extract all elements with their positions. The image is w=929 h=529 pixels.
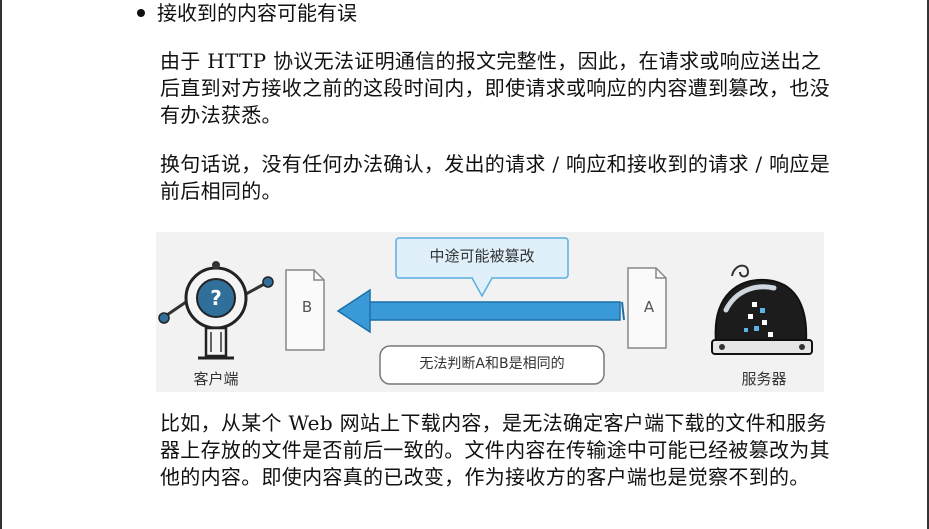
callout-text: 中途可能被篡改 — [429, 247, 535, 265]
page-right-border — [927, 0, 929, 529]
dome-server-icon — [711, 264, 813, 355]
bullet-heading-row: 接收到的内容可能有误 — [137, 0, 357, 26]
svg-text:?: ? — [210, 286, 222, 310]
figure-drawing: ? — [158, 237, 813, 385]
tamper-figure: ? — [156, 232, 824, 392]
transfer-arrow — [336, 288, 625, 334]
paragraph-download-example: 比如，从某个 Web 网站上下载内容，是无法确定客户端下载的文件和服务器上存放的… — [160, 411, 830, 489]
bullet-icon — [137, 8, 145, 17]
paragraph-integrity: 由于 HTTP 协议无法证明通信的报文完整性，因此，在请求或响应送出之后直到对方… — [160, 49, 830, 127]
note-box — [379, 345, 605, 385]
page-left-border — [0, 0, 2, 529]
document-b-label: B — [301, 298, 313, 316]
callout-bubble — [395, 237, 569, 298]
document-a-label: A — [643, 298, 655, 316]
document-a-icon — [627, 267, 667, 349]
note-text: 无法判断A和B是相同的 — [419, 356, 565, 372]
document-b-icon — [285, 269, 325, 351]
paragraph-no-confirmation: 换句话说，没有任何办法确认，发出的请求 / 响应和接收到的请求 / 响应是前后相… — [160, 152, 831, 203]
client-label: 客户端 — [193, 370, 239, 388]
server-label: 服务器 — [741, 370, 787, 388]
robot-client-icon: ? — [158, 261, 274, 360]
bullet-heading: 接收到的内容可能有误 — [157, 1, 357, 25]
